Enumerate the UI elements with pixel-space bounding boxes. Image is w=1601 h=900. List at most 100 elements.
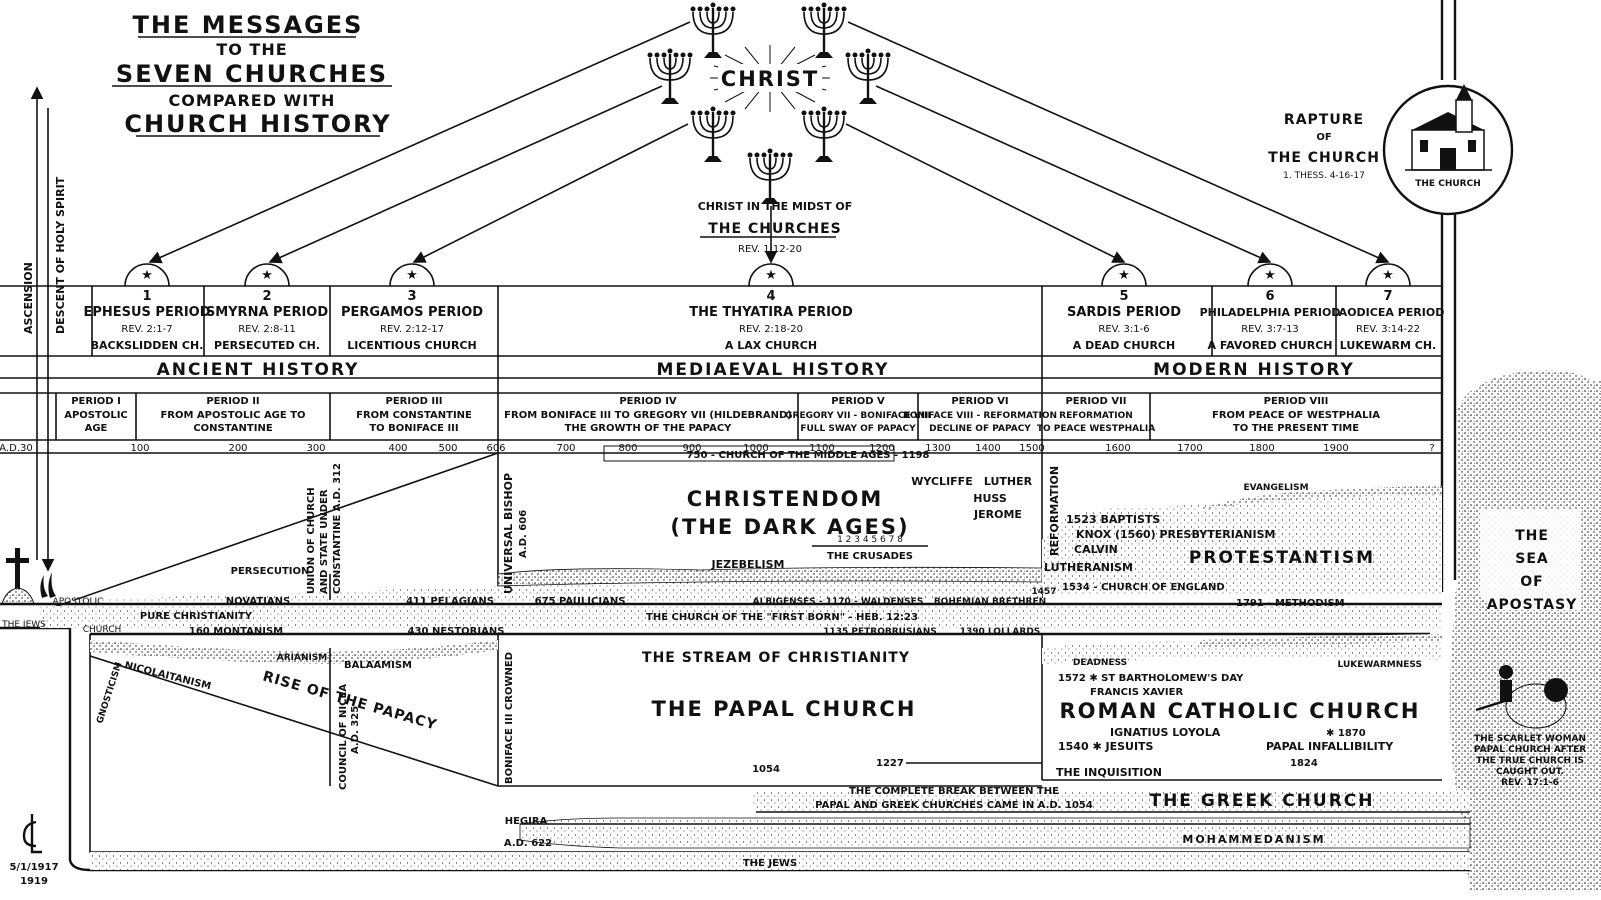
year-1824: 1824 [1290,758,1318,769]
period-name: PERIOD III [385,396,442,407]
ascension-label: ASCENSION [22,262,35,334]
ad606-label: A.D. 606 [518,510,529,558]
period-desc-1: BONIFACE VIII - REFORMATION [903,411,1057,421]
lutheranism-label: LUTHERANISM [1044,561,1133,574]
sea-line-1: THE [1515,528,1549,544]
church-desc: A FAVORED CHURCH [1208,339,1333,352]
lollards-label: 1390 LOLLARDS [960,627,1041,637]
sea-of-apostasy [1449,370,1601,890]
title-line-3: SEVEN CHURCHES [116,60,388,88]
church-desc: LUKEWARM CH. [1340,339,1436,352]
period-desc-2: CONSTANTINE [193,423,272,434]
year-tick-label: 100 [130,443,149,454]
first-born-label: THE CHURCH OF THE "FIRST BORN" - HEB. 12… [646,612,918,623]
descent-label: DESCENT OF HOLY SPIRIT [54,176,67,334]
baptists-label: 1523 BAPTISTS [1066,513,1160,526]
period-desc-1: FROM PEACE OF WESTPHALIA [1212,410,1380,421]
candlestick-icon [800,1,848,60]
break-line-1: THE COMPLETE BREAK BETWEEN THE [849,786,1059,797]
modern-history: MODERN HISTORY [1153,360,1355,380]
year-tick-label: 1400 [975,443,1000,454]
mohammedanism-label: MOHAMMEDANISM [1182,833,1325,846]
church-name: THE THYATIRA PERIOD [689,305,853,320]
year-tick-label: 800 [618,443,637,454]
knox-label: KNOX (1560) PRESBYTERIANISM [1076,528,1275,541]
church-number: 7 [1383,289,1392,304]
break-line-2: PAPAL AND GREEK CHURCHES CAME IN A.D. 10… [815,800,1093,811]
nicea-label-1: COUNCIL OF NICEA [338,684,349,790]
star-icon: ★ [1118,268,1130,283]
church-desc: PERSECUTED CH. [214,339,320,352]
luther-label: LUTHER [984,475,1033,488]
period-name: PERIOD II [206,396,259,407]
year-tick-label: 200 [228,443,247,454]
period-name: PERIOD VI [951,396,1008,407]
state-label: AND STATE UNDER [319,489,330,594]
jews-start-label: THE JEWS [1,620,46,630]
apostolic-label: APOSTOLIC [53,597,104,607]
period-desc-1: REFORMATION [1059,411,1133,421]
church-desc: BACKSLIDDEN CH. [91,339,204,352]
church-desc: A LAX CHURCH [725,339,817,352]
scarlet-line-4: CAUGHT OUT. [1496,767,1564,777]
jerome-label: JEROME [973,508,1022,521]
boniface-label: BONIFACE III CROWNED [504,652,515,784]
dark-ages-label: (THE DARK AGES) [670,515,909,539]
cross-icon [1,548,35,605]
albigenses-label: ALBIGENSES - 1170 - WALDENSES [753,597,924,607]
gnosticism-label: GNOSTICISM [95,661,124,725]
wycliffe-label: WYCLIFFE [911,475,972,488]
church-arch [1247,263,1293,287]
church-ref: REV. 3:1-6 [1098,324,1149,335]
title-line-4: COMPARED WITH [169,91,336,110]
period-desc-1: FROM BONIFACE III TO GREGORY VII (HILDEB… [504,410,792,421]
church-ref: REV. 2:18-20 [739,324,803,335]
church-arch [1365,263,1411,287]
year-tick-label: 1900 [1323,443,1348,454]
universal-bishop-label: UNIVERSAL BISHOP [502,473,515,594]
period-desc-2: FULL SWAY OF PAPACY [800,424,916,434]
church-arch [389,263,435,287]
church-ref: REV. 3:14-22 [1356,324,1420,335]
chart-title: THE MESSAGES TO THE SEVEN CHURCHES COMPA… [112,11,392,138]
england-label: 1534 - CHURCH OF ENGLAND [1062,582,1225,593]
year-tick-label: 1500 [1019,443,1044,454]
evangelism-label: EVANGELISM [1243,483,1308,493]
year-1054: 1054 [752,764,780,775]
scarlet-line-5: REV. 17:1-6 [1501,778,1559,788]
persecution-label: PERSECUTION [231,566,310,577]
year-tick-label: 400 [388,443,407,454]
scarlet-line-3: THE TRUE CHURCH IS [1476,756,1584,766]
middle-ages-label: 750 - CHURCH OF THE MIDDLE AGES - 1198 [687,450,930,461]
period-desc-2: THE GROWTH OF THE PAPACY [565,423,733,434]
period-desc-2: AGE [85,423,108,434]
christ-label: CHRIST [721,67,819,91]
montanism-label: 160 MONTANISM [189,626,283,637]
candlestick-icon [746,147,794,206]
church-name: PHILADELPHIA PERIOD [1200,306,1341,319]
papal-church-label: THE PAPAL CHURCH [652,697,917,721]
candlestick-icon [646,47,694,106]
christendom-label: CHRISTENDOM [687,487,884,511]
inquisition-label: THE INQUISITION [1056,766,1162,779]
christ-center: CHRIST [710,45,830,112]
year-tick-label: 1800 [1249,443,1274,454]
period-desc-1: FROM APOSTOLIC AGE TO [160,410,305,421]
star-icon: ★ [1382,268,1394,283]
rapture-church-label: THE CHURCH [1415,179,1480,189]
year-tick-label: 1700 [1177,443,1202,454]
church-arch [1101,263,1147,287]
church-arch [748,263,794,287]
rapture-section: THE CHURCH RAPTURE OF THE CHURCH 1. THES… [1268,0,1514,592]
ancient-history: ANCIENT HISTORY [157,360,360,380]
balaamism-label: BALAAMISM [344,660,412,671]
candlestick-icon [689,1,737,60]
rapture-line-3: THE CHURCH [1268,150,1380,166]
arrows-to-churches [148,21,1390,264]
lukewarmness-label: LUKEWARMNESS [1338,660,1422,670]
period-name: PERIOD VIII [1264,396,1329,407]
nicolaitanism-label: NICOLAITANISM [123,660,212,692]
